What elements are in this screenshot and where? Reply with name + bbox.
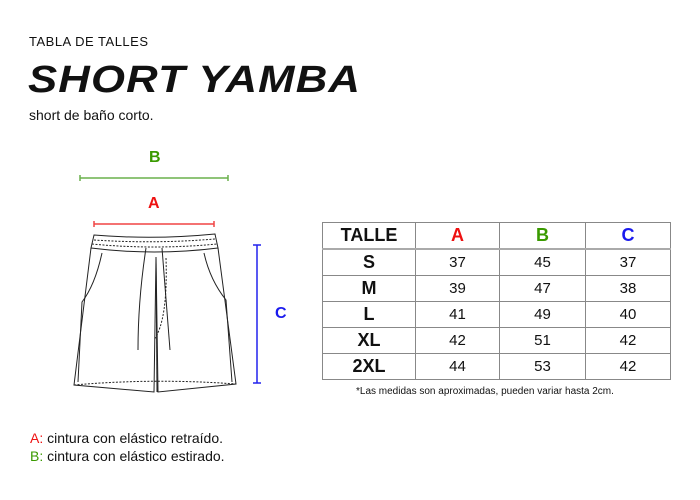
header-a: A: [415, 222, 500, 250]
b-cell: 45: [499, 248, 586, 276]
shorts-outline: [73, 233, 237, 393]
legend-b-key: B:: [30, 448, 44, 464]
size-cell: 2XL: [322, 353, 416, 380]
b-cell: 51: [499, 327, 586, 354]
size-cell: M: [322, 275, 416, 302]
b-cell: 53: [499, 353, 586, 380]
page-kicker: TABLA DE TALLES: [29, 34, 149, 49]
legend-b: B: cintura con elástico estirado.: [30, 448, 225, 464]
header-talle: TALLE: [322, 222, 416, 250]
page-title: SHORT YAMBA: [28, 59, 362, 101]
legend-a-text: cintura con elástico retraído.: [43, 430, 223, 446]
a-cell: 41: [415, 301, 500, 328]
a-cell: 44: [415, 353, 500, 380]
c-cell: 40: [585, 301, 671, 328]
c-cell: 42: [585, 327, 671, 354]
a-cell: 39: [415, 275, 500, 302]
size-cell: XL: [322, 327, 416, 354]
size-cell: L: [322, 301, 416, 328]
shorts-diagram: [73, 175, 261, 393]
measure-c-line: [253, 244, 261, 384]
legend-a: A: cintura con elástico retraído.: [30, 430, 223, 446]
table-header-row: TALLE A B C: [322, 222, 671, 250]
header-c: C: [585, 222, 671, 250]
measure-b-label: B: [149, 149, 161, 166]
a-cell: 37: [415, 248, 500, 276]
legend-a-key: A:: [30, 430, 44, 446]
c-cell: 42: [585, 353, 671, 380]
c-cell: 38: [585, 275, 671, 302]
measure-b-line: [79, 175, 229, 181]
measure-c-label: C: [275, 305, 287, 322]
c-cell: 37: [585, 248, 671, 276]
disclaimer-note: *Las medidas son aproximadas, pueden var…: [356, 386, 614, 397]
header-b: B: [499, 222, 586, 250]
b-cell: 49: [499, 301, 586, 328]
measure-a-label: A: [148, 195, 160, 212]
page-subtitle: short de baño corto.: [29, 107, 154, 123]
measure-a-line: [93, 221, 215, 227]
a-cell: 42: [415, 327, 500, 354]
size-cell: S: [322, 248, 416, 276]
b-cell: 47: [499, 275, 586, 302]
legend-b-text: cintura con elástico estirado.: [43, 448, 225, 464]
